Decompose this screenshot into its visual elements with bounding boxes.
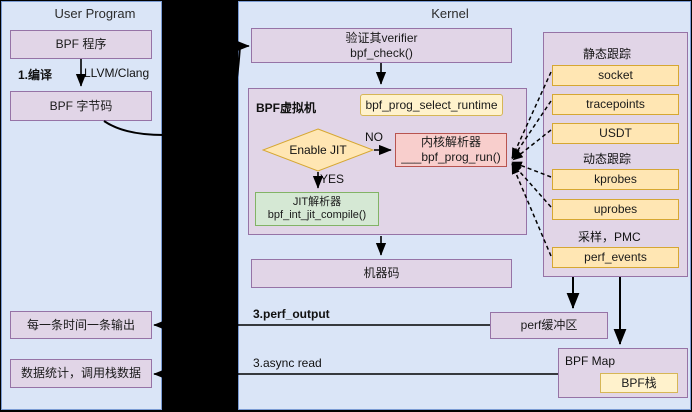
panel-user-program <box>1 1 162 410</box>
event-box-usdt: USDT <box>552 123 679 144</box>
box-verifier-line2: bpf_check() <box>350 45 413 60</box>
box-kernel-interpreter-line2: ___bpf_prog_run() <box>401 150 501 164</box>
event-box-tracepoints: tracepoints <box>552 94 679 115</box>
box-bpf-program-label: BPF 程序 <box>55 37 107 52</box>
decision-enable-jit-label: Enable JIT <box>289 143 347 157</box>
box-bpf-bytecode-label: BPF 字节码 <box>49 98 113 113</box>
box-bpf-prog-select-runtime-label: bpf_prog_select_runtime <box>365 97 498 112</box>
box-output-per-event-label: 每一条时间一条输出 <box>26 317 135 332</box>
box-bpf-stack: BPF栈 <box>600 373 678 393</box>
label-compile: 1.编译 <box>18 68 53 82</box>
event-box-usdt-label: USDT <box>599 126 632 141</box>
box-bpf-bytecode: BPF 字节码 <box>10 91 152 121</box>
box-bpf-prog-select-runtime: bpf_prog_select_runtime <box>360 94 503 116</box>
label-static-tracing: 静态跟踪 <box>583 47 632 61</box>
box-jit-compiler: JIT解析器 bpf_int_jit_compile() <box>255 192 379 226</box>
box-machine-code-label: 机器码 <box>363 266 400 281</box>
label-jit-yes: YES <box>320 172 345 186</box>
label-perf-output: 3.perf_output <box>253 307 330 321</box>
event-box-socket-label: socket <box>598 68 633 83</box>
label-async-read: 3.async read <box>253 356 322 370</box>
event-box-perf-events: perf_events <box>552 247 679 268</box>
box-output-stats: 数据统计，调用栈数据 <box>10 359 152 388</box>
event-box-uprobes: uprobes <box>552 199 679 220</box>
box-output-stats-label: 数据统计，调用栈数据 <box>20 366 141 381</box>
panel-gap-overlay <box>163 0 237 412</box>
label-jit-no: NO <box>365 130 383 144</box>
box-machine-code: 机器码 <box>251 259 512 288</box>
event-box-socket: socket <box>552 65 679 86</box>
label-sampling-pmc: 采样，PMC <box>578 230 641 244</box>
box-verifier-line1: 验证其verifier <box>345 30 418 45</box>
box-kernel-interpreter-line1: 内核解析器 <box>420 135 481 150</box>
decision-enable-jit: Enable JIT <box>262 128 374 172</box>
event-box-kprobes: kprobes <box>552 169 679 190</box>
box-kernel-interpreter: 内核解析器 ___bpf_prog_run() <box>395 133 507 167</box>
container-bpf-vm-title: BPF虚拟机 <box>256 101 317 115</box>
event-box-uprobes-label: uprobes <box>593 202 638 217</box>
box-perf-buffer-label: perf缓冲区 <box>520 318 578 333</box>
box-verifier: 验证其verifier bpf_check() <box>251 28 512 63</box>
box-jit-compiler-line2: bpf_int_jit_compile() <box>267 209 367 221</box>
box-bpf-program: BPF 程序 <box>10 30 152 59</box>
box-jit-compiler-line1: JIT解析器 <box>292 195 342 208</box>
event-box-tracepoints-label: tracepoints <box>586 97 645 112</box>
event-box-kprobes-label: kprobes <box>594 172 637 187</box>
panel-kernel-title: Kernel <box>431 6 469 21</box>
event-box-perf-events-label: perf_events <box>584 250 647 265</box>
box-perf-buffer: perf缓冲区 <box>490 312 608 339</box>
panel-user-program-title: User Program <box>54 6 136 21</box>
box-output-per-event: 每一条时间一条输出 <box>10 311 152 339</box>
box-bpf-stack-label: BPF栈 <box>621 375 657 390</box>
label-llvm-clang: LLVM/Clang <box>84 66 150 80</box>
label-dynamic-tracing: 动态跟踪 <box>583 152 632 166</box>
container-bpf-map-title: BPF Map <box>565 354 616 368</box>
